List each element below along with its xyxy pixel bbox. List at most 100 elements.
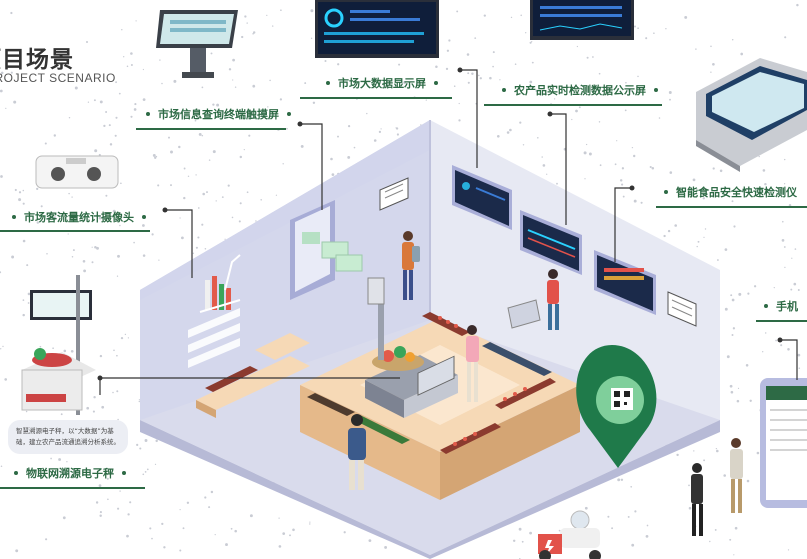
map-dot (0, 175, 3, 178)
map-dot (71, 255, 74, 258)
map-dot (44, 142, 47, 145)
map-dot (697, 240, 700, 243)
map-dot (586, 56, 589, 59)
map-dot (665, 28, 667, 30)
map-dot (628, 88, 632, 92)
person-backpack (402, 231, 420, 300)
map-dot (621, 183, 624, 186)
map-dot (225, 543, 228, 547)
map-dot (109, 143, 113, 146)
map-dot (212, 103, 215, 106)
map-dot (0, 71, 4, 75)
map-dot (693, 450, 695, 452)
bench (196, 333, 310, 418)
map-dot (788, 204, 792, 207)
map-dot (94, 149, 98, 153)
map-dot (99, 514, 102, 517)
wall-screen-2 (520, 210, 582, 275)
map-dot (489, 76, 492, 80)
map-dot (584, 178, 586, 180)
map-dot (312, 101, 316, 104)
map-dot (736, 399, 740, 403)
map-dot (136, 443, 139, 447)
map-dot (138, 400, 141, 403)
map-dot (611, 527, 614, 530)
map-dot (159, 59, 161, 61)
map-dot (282, 163, 284, 165)
map-dot (142, 254, 146, 257)
map-dot (282, 532, 286, 535)
map-dot (123, 56, 125, 58)
map-dot (542, 164, 546, 167)
map-dot (783, 183, 786, 185)
map-dot (453, 85, 456, 87)
map-dot (255, 220, 257, 222)
map-dot (25, 410, 28, 413)
map-dot (99, 100, 103, 104)
map-dot (506, 131, 510, 134)
map-dot (627, 515, 630, 518)
map-dot (529, 80, 533, 84)
map-dot (86, 406, 90, 410)
map-dot (46, 252, 48, 255)
map-dot (117, 507, 120, 510)
map-dot (556, 182, 558, 185)
map-dot (585, 143, 588, 146)
map-dot (458, 102, 460, 105)
wall-frame-right (667, 291, 697, 327)
map-dot (85, 40, 89, 44)
map-dot (27, 302, 30, 304)
map-dot (553, 98, 556, 100)
map-dot (214, 533, 216, 536)
page-title: 项目场景 (0, 47, 74, 73)
map-dot (637, 75, 639, 78)
map-dot (201, 134, 204, 137)
food-safety-detector-device (696, 58, 807, 172)
map-dot (275, 194, 278, 196)
underline-phone (756, 320, 807, 322)
map-dot (60, 413, 63, 416)
map-dot (26, 264, 29, 267)
map-dot (212, 150, 216, 154)
map-dot (161, 522, 164, 526)
map-dot (733, 554, 735, 556)
map-dot (496, 134, 500, 138)
label-realtime-screen: 农产品实时检测数据公示屏 (494, 82, 666, 98)
map-dot (99, 354, 103, 358)
map-dot (14, 188, 17, 192)
map-dot (712, 167, 715, 170)
map-dot (541, 156, 543, 158)
map-dot (514, 63, 517, 65)
map-dot (309, 523, 311, 525)
map-dot (519, 121, 522, 124)
map-dot (512, 539, 516, 543)
map-dot (716, 449, 719, 453)
bullet-dot (326, 81, 330, 85)
map-dot (492, 65, 494, 68)
bullet-dot (146, 112, 150, 116)
map-dot (103, 124, 106, 128)
map-dot (747, 292, 750, 295)
map-dot (115, 81, 117, 84)
map-dot (215, 200, 217, 202)
map-dot (592, 56, 594, 58)
map-dot (252, 31, 256, 34)
person-cart (507, 269, 559, 330)
map-dot (663, 234, 666, 238)
map-dot (726, 355, 730, 359)
map-dot (22, 202, 25, 205)
map-dot (119, 490, 121, 492)
map-dot (244, 15, 247, 18)
map-dot (267, 106, 269, 108)
person-suit-right (730, 438, 743, 513)
map-dot (142, 473, 145, 476)
map-dot (793, 282, 797, 286)
map-dot (130, 64, 133, 66)
map-dot (347, 124, 351, 128)
map-dot (15, 549, 19, 553)
map-dot (384, 545, 388, 549)
map-dot (178, 145, 181, 149)
bullet-dot (122, 471, 126, 475)
map-dot (252, 84, 256, 88)
map-dot (522, 144, 525, 146)
